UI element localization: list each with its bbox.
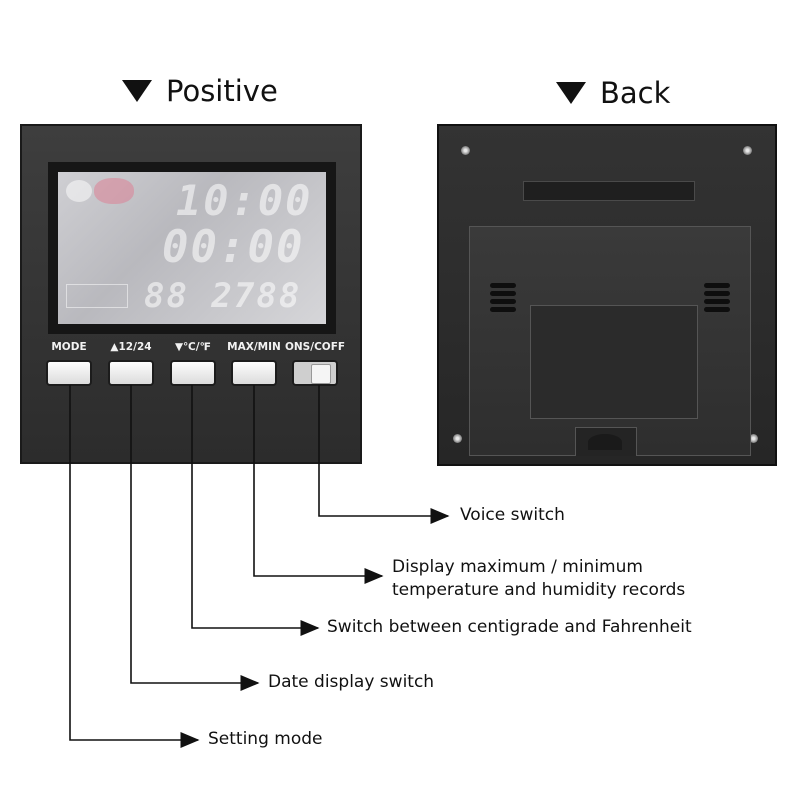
setting-leader — [69, 385, 200, 748]
maxmin-callout: Display maximum / minimum temperature an… — [392, 556, 685, 602]
sound-label: ONS/COFF — [284, 341, 346, 353]
back-stand[interactable] — [469, 226, 751, 456]
screw-icon — [743, 146, 752, 155]
screw-icon — [749, 434, 758, 443]
weather-icon — [66, 180, 92, 202]
back-title-text: Back — [600, 76, 671, 110]
lcd-date: 00:00 — [162, 222, 305, 273]
voice-callout: Voice switch — [460, 505, 565, 525]
back-title: Back — [556, 76, 670, 110]
latch-notch — [588, 434, 622, 450]
maxmin-label: MAX/MIN — [227, 341, 281, 353]
vent-right — [704, 283, 730, 315]
screw-icon — [453, 434, 462, 443]
mode-button[interactable] — [46, 360, 92, 386]
sound-switch[interactable] — [292, 360, 338, 386]
lcd-screen: 10:00 00:00 88 2788 — [58, 172, 326, 324]
unit-callout: Switch between centigrade and Fahrenheit — [327, 617, 692, 637]
hour-format-label: ▲12/24 — [110, 341, 152, 353]
battery-cover[interactable] — [530, 305, 698, 419]
front-title: Positive — [122, 74, 278, 108]
switch-knob — [311, 364, 331, 384]
date-callout: Date display switch — [268, 672, 435, 692]
mode-label: MODE — [51, 341, 87, 353]
lcd-temp-humidity: 88 2788 — [144, 276, 302, 316]
maxmin-callout-line1: Display maximum / minimum — [392, 557, 643, 577]
hanging-slot — [523, 181, 695, 201]
unit-button[interactable] — [170, 360, 216, 386]
triangle-down-icon — [122, 80, 152, 102]
device-back — [437, 124, 777, 466]
maxmin-callout-line2: temperature and humidity records — [392, 580, 686, 600]
setting-callout: Setting mode — [208, 729, 323, 749]
date-leader — [130, 385, 260, 691]
maxmin-leader — [253, 385, 384, 584]
voice-leader — [318, 385, 450, 524]
lcd-time: 10:00 — [176, 176, 313, 225]
indicator-icon — [66, 284, 128, 308]
unit-leader — [191, 385, 320, 636]
stand-latch[interactable] — [575, 427, 637, 456]
lcd-bezel: 10:00 00:00 88 2788 — [48, 162, 336, 334]
cloud-icon — [94, 178, 134, 204]
device-front: 10:00 00:00 88 2788 MODE ▲12/24 ▼℃/℉ MAX… — [20, 124, 362, 464]
triangle-down-icon — [556, 82, 586, 104]
vent-left — [490, 283, 516, 315]
front-title-text: Positive — [166, 74, 278, 108]
screw-icon — [461, 146, 470, 155]
unit-label: ▼℃/℉ — [174, 341, 212, 353]
